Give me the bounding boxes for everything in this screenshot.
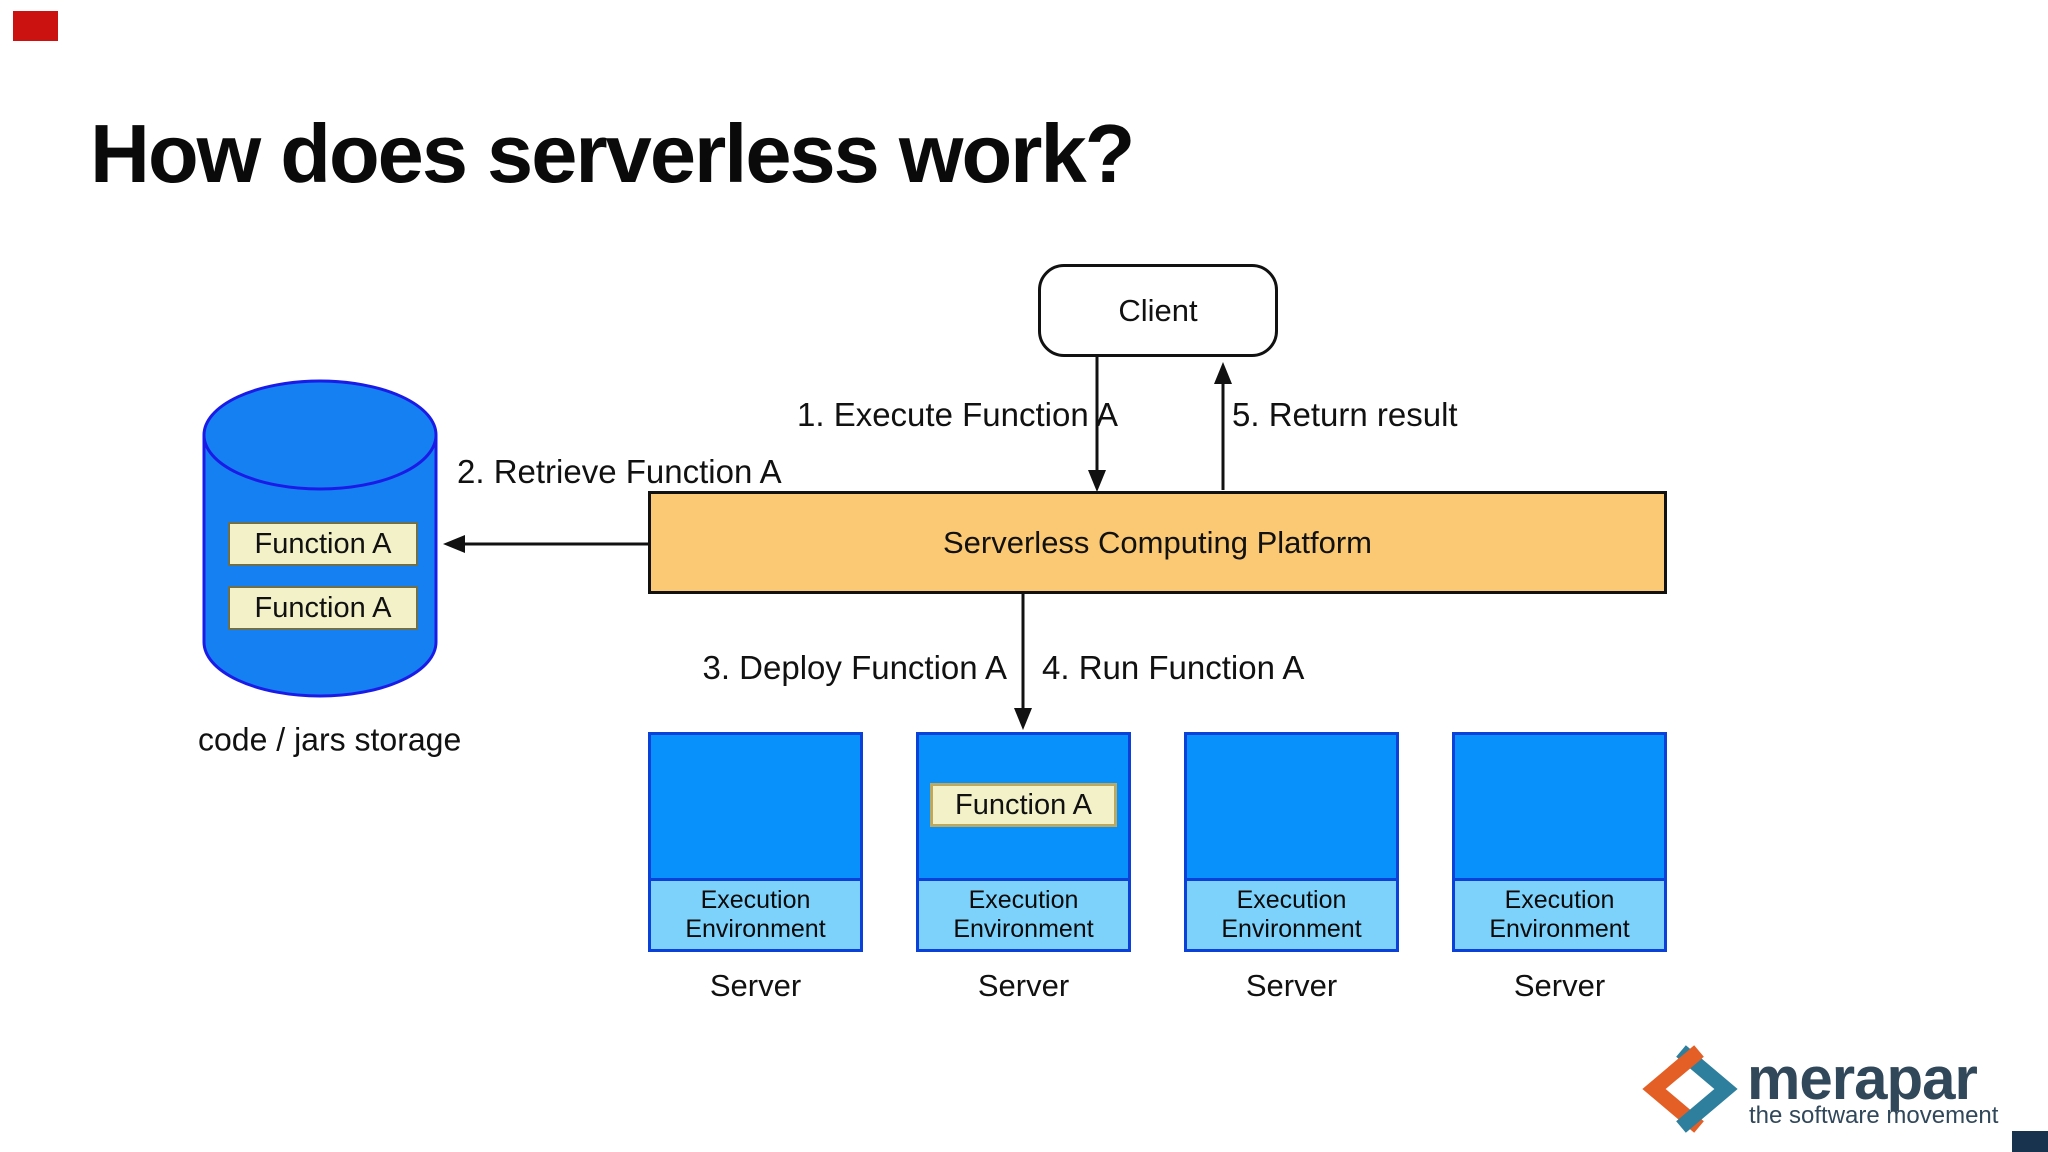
server-node-2: Function A Execution Environment Server [916,732,1131,1004]
server-box: Execution Environment [648,732,863,952]
exec-env-line2: Environment [953,915,1094,943]
execution-environment: Execution Environment [1187,878,1396,949]
page-title: How does serverless work? [90,107,1135,200]
function-label: Function A [954,788,1093,821]
navy-corner-mark [2012,1131,2048,1152]
exec-env-line2: Environment [1221,915,1362,943]
retrieve-arrow [443,535,648,553]
exec-env-line1: Execution [1236,886,1347,914]
server-caption: Server [1245,968,1338,1003]
logo-tagline: the software movement [1749,1102,1999,1129]
return-arrow [1214,362,1232,490]
server-node-3: Execution Environment Server [1184,732,1399,1004]
execution-environment: Execution Environment [1455,878,1664,949]
flow-label-run: 4. Run Function A [1042,649,1305,686]
server-caption: Server [1513,968,1606,1003]
storage-function-box: Function A [228,522,418,566]
server-node-1: Execution Environment Server [648,732,863,1004]
red-corner-mark [13,11,58,41]
execution-environment: Execution Environment [919,878,1128,949]
exec-env-line1: Execution [1504,886,1615,914]
exec-env-line1: Execution [968,886,1079,914]
flow-label-execute: 1. Execute Function A [797,396,1119,433]
deployed-function-box: Function A [930,783,1117,827]
function-label: Function A [254,527,392,560]
server-caption: Server [977,968,1070,1003]
function-label: Function A [254,591,392,624]
server-node-4: Execution Environment Server [1452,732,1667,1004]
server-box: Function A Execution Environment [916,732,1131,952]
deploy-run-arrow [1014,594,1032,730]
server-box: Execution Environment [1452,732,1667,952]
storage-caption: code / jars storage [198,721,462,758]
server-caption: Server [709,968,802,1003]
execution-environment: Execution Environment [651,878,860,949]
exec-env-line1: Execution [700,886,811,914]
storage-function-box: Function A [228,586,418,630]
logo-wordmark: merapar [1747,1045,1978,1112]
client-label: Client [1118,292,1198,328]
flow-label-deploy: 3. Deploy Function A [702,649,1007,686]
flow-label-retrieve: 2. Retrieve Function A [457,453,782,490]
exec-env-line2: Environment [1489,915,1630,943]
server-box: Execution Environment [1184,732,1399,952]
merapar-logo: merapar the software movement [1643,1040,2043,1140]
exec-env-line2: Environment [685,915,826,943]
platform-label: Serverless Computing Platform [943,524,1372,560]
flow-label-return: 5. Return result [1232,396,1458,433]
serverless-platform-node: Serverless Computing Platform [648,491,1667,594]
client-node: Client [1038,264,1278,357]
